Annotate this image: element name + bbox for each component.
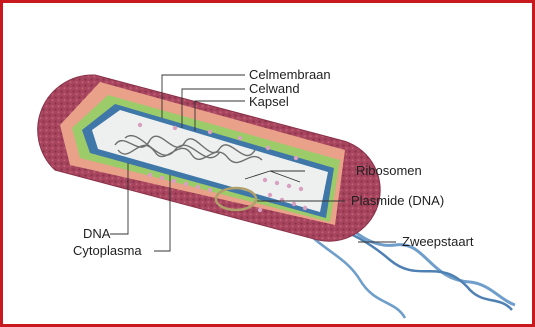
label-plasmide: Plasmide (DNA) — [351, 193, 444, 208]
label-zweepstaart: Zweepstaart — [402, 234, 474, 249]
label-dna: DNA — [83, 226, 111, 241]
label-celmembraan: Celmembraan — [249, 67, 331, 82]
label-ribosomen: Ribosomen — [356, 163, 422, 178]
label-kapsel: Kapsel — [249, 94, 289, 109]
label-cytoplasma: Cytoplasma — [73, 243, 142, 258]
